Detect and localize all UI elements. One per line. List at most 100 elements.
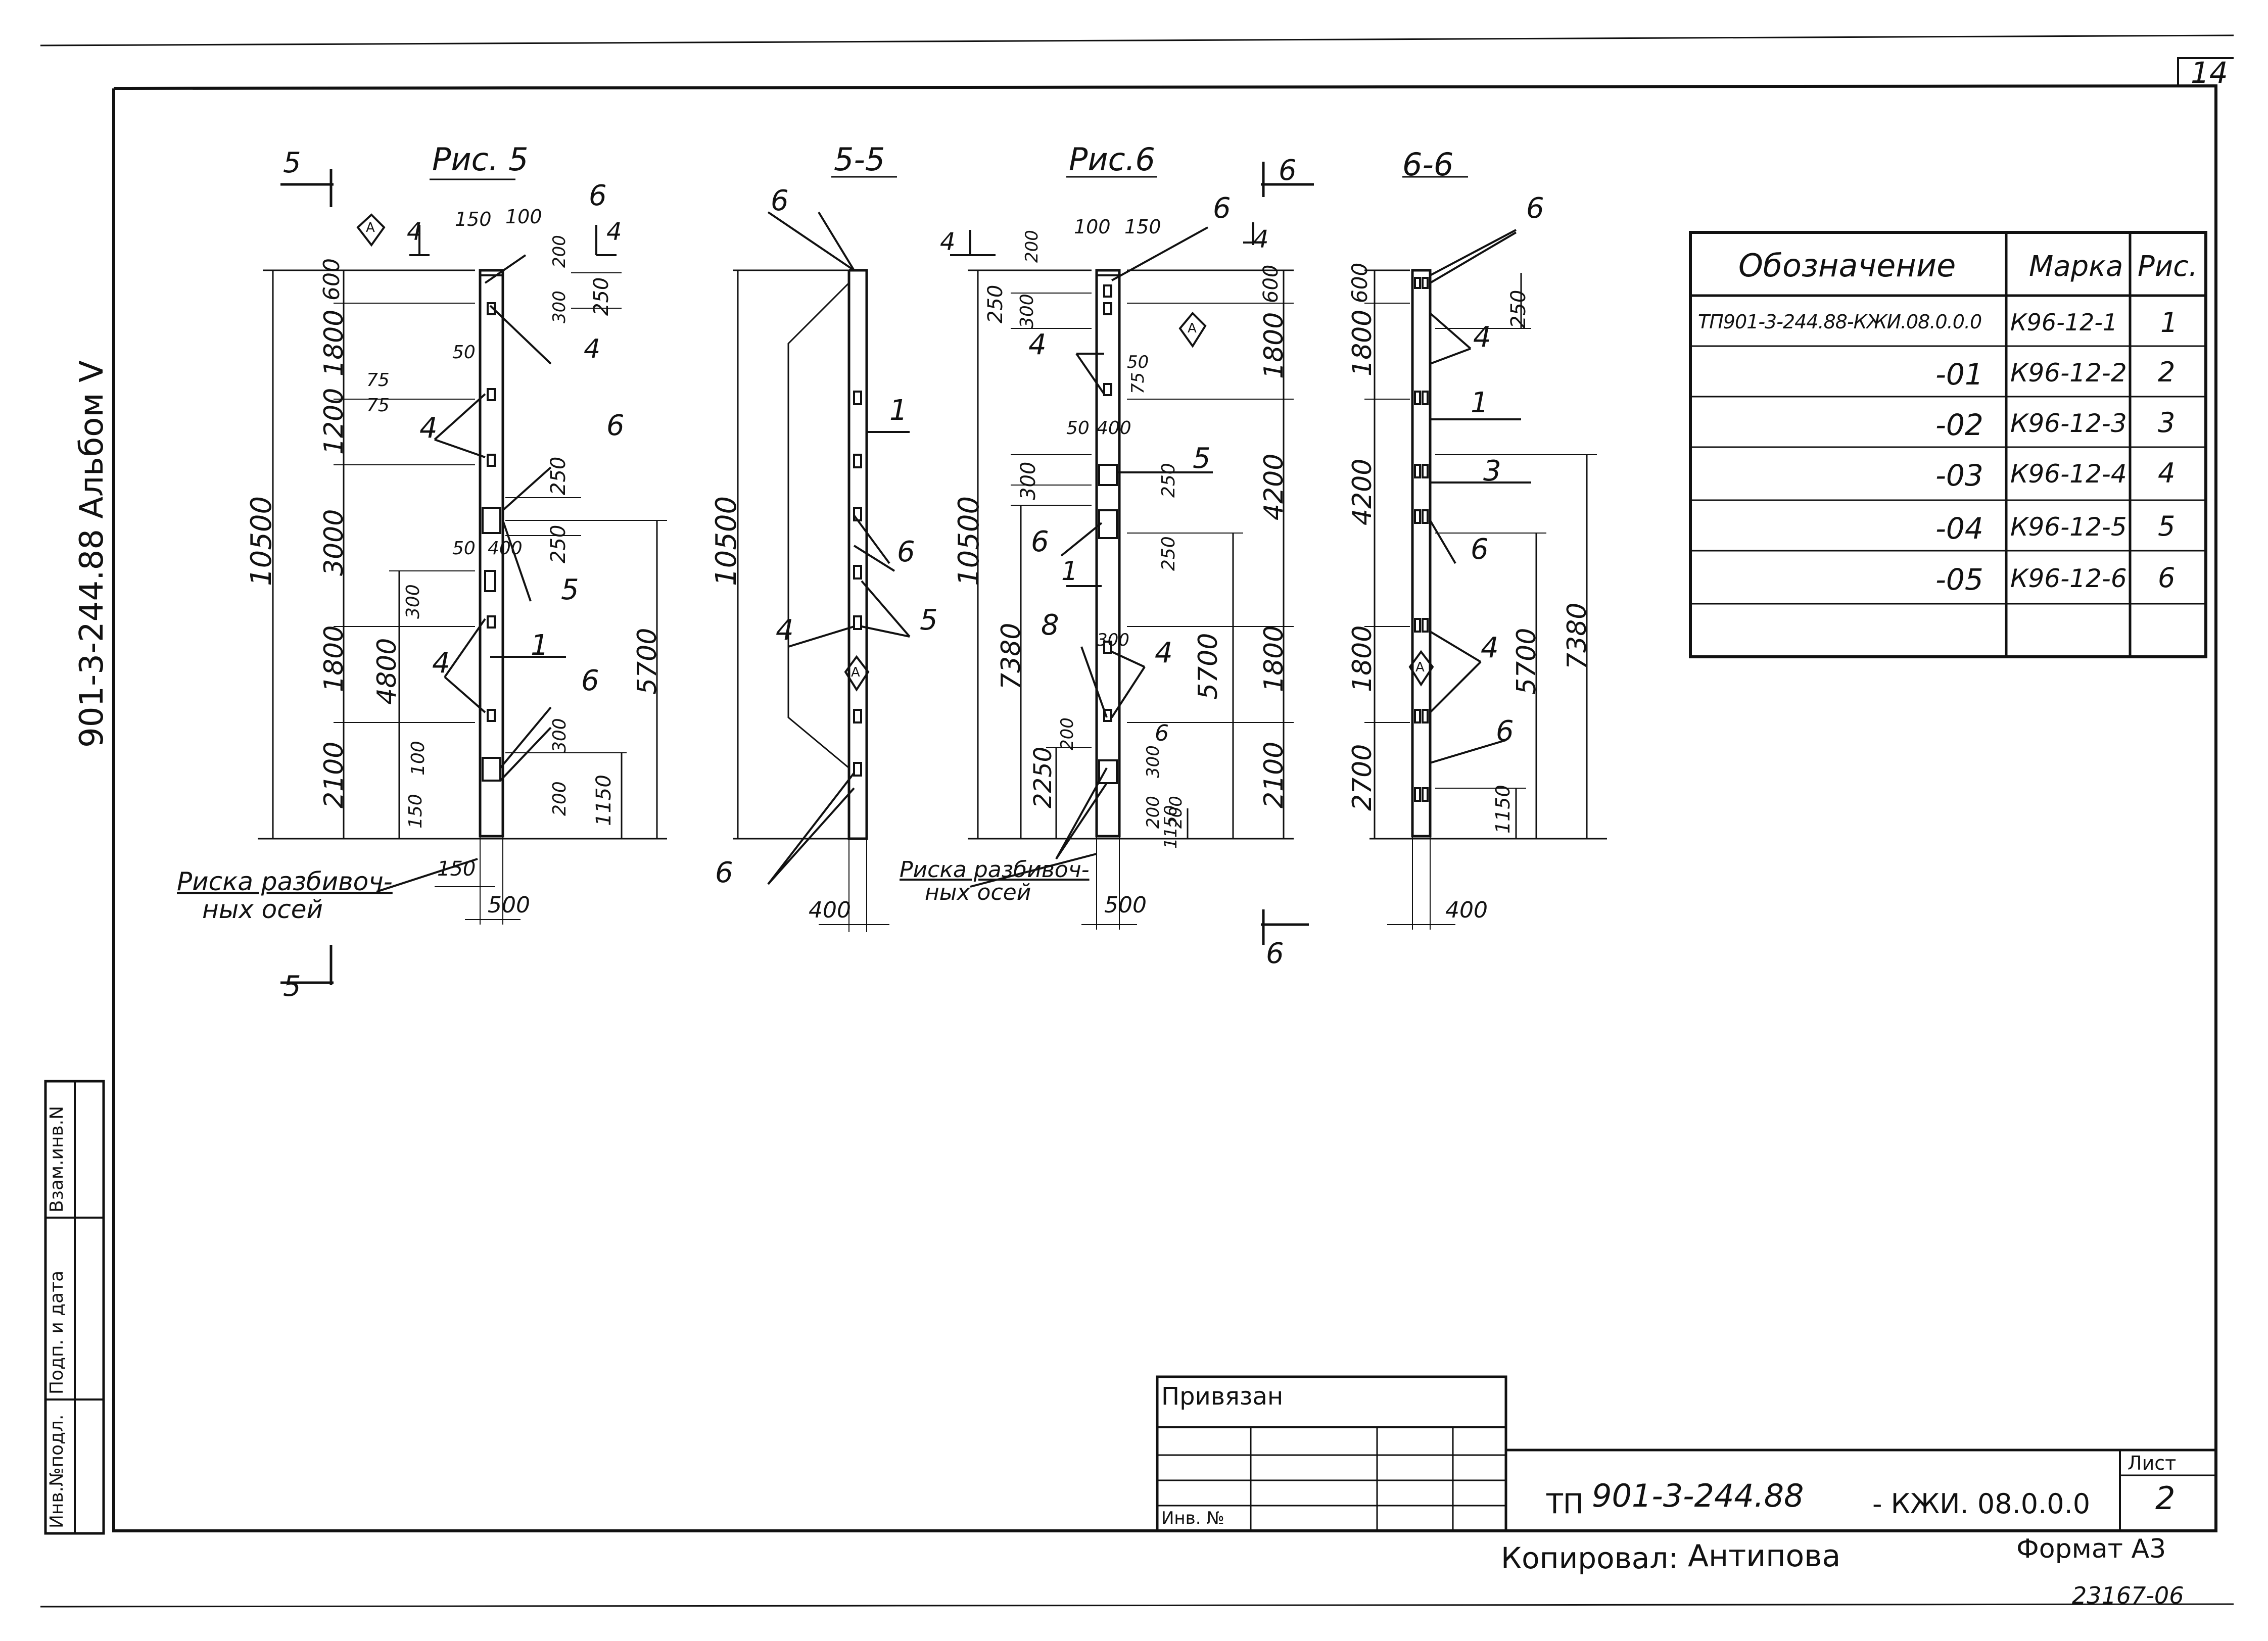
table-header-mark: Марка: [2029, 250, 2123, 283]
table-row-1-code: ТП901-3-244.88-КЖИ.08.0.0.0: [1698, 311, 1982, 333]
fig5-callout-5: 5: [561, 573, 579, 606]
album-code: 901-3-244.88 Альбом V: [73, 360, 111, 748]
table-row-3-fig: 3: [2158, 407, 2176, 439]
table-header-designation: Обозначение: [1738, 247, 1956, 284]
fig5-dim-250b: 250: [547, 456, 570, 495]
fig6-dim-200-top: 200: [1022, 230, 1042, 263]
diamond-fig5: А: [366, 220, 375, 235]
doc-prefix: ТП: [1546, 1488, 1584, 1520]
doc-code: 901-3-244.88: [1592, 1477, 1804, 1514]
fig5-dim-300: 300: [549, 291, 570, 323]
fig5-dim-total: 10500: [245, 496, 278, 586]
sec66-callout-6a: 6: [1526, 192, 1544, 225]
table-row-6-mark: К96-12-6: [2010, 564, 2127, 593]
sec66-dim-1800a: 1800: [1347, 309, 1378, 376]
cut4-fig5-left: 4: [407, 218, 422, 246]
fig5-dim-75b: 75: [366, 395, 390, 416]
table-row-1-mark: К96-12-1: [2010, 309, 2118, 336]
fig5-dim-4800: 4800: [372, 638, 402, 705]
cut5-bottom: 5: [283, 970, 301, 1003]
fig5-dim-100: 100: [408, 741, 429, 776]
cut6-top: 6: [1279, 154, 1297, 187]
fig5-dim-500: 500: [488, 892, 530, 918]
fig5-callout-6c: 6: [581, 664, 599, 697]
fig6-dim-150: 150: [1124, 216, 1161, 238]
fig5-callout-4b: 4: [419, 412, 438, 445]
cut4-fig5-right: 4: [606, 218, 622, 246]
fig5-dim-1150: 1150: [592, 775, 616, 826]
title-block-privyazan: Привязан: [1161, 1382, 1284, 1411]
fig5-dim-50a: 50: [452, 342, 476, 363]
table-row-3-code: -02: [1935, 408, 1983, 442]
fig6-dim-75: 75: [1128, 372, 1148, 394]
cut6-bottom: 6: [1266, 937, 1284, 970]
note-axes-fig6: Риска разбивоч-: [900, 857, 1090, 883]
sec66-callout-6c: 6: [1496, 715, 1514, 748]
fig6-dim-250b: 250: [1158, 463, 1179, 498]
sheet-format: Формат А3: [2016, 1534, 2166, 1564]
fig6-dim-2100: 2100: [1259, 741, 1289, 808]
fig6-dim-50a: 50: [1127, 352, 1149, 372]
stamp-bottom: 23167-06: [2072, 1582, 2184, 1609]
fig6-dim-250c: 250: [1158, 536, 1179, 571]
fig6-dim-5700: 5700: [1193, 633, 1223, 700]
sec55-dim-total: 10500: [710, 496, 743, 586]
fig6-dim-300a: 300: [1017, 294, 1037, 328]
side-stamp-replaced: Взам.инв.N: [46, 1105, 67, 1213]
table-row-4-code: -03: [1935, 458, 1983, 493]
fig5-dim-600: 600: [319, 258, 345, 301]
fig6-title: Рис.6: [1069, 141, 1155, 178]
fig5-dim-150: 150: [405, 794, 426, 829]
fig6-dim-4200: 4200: [1259, 453, 1289, 520]
table-row-2-fig: 2: [2158, 356, 2176, 388]
sec66-dim-1800b: 1800: [1347, 625, 1378, 692]
sec66-dim-7380: 7380: [1562, 602, 1592, 669]
table-row-5-mark: К96-12-5: [2010, 512, 2127, 542]
note-axes-fig5: Риска разбивоч-: [177, 867, 393, 896]
fig5-dim-50b: 50: [452, 538, 476, 559]
fig6-callout-5: 5: [1193, 442, 1211, 475]
fig5-callout-6b: 6: [606, 409, 625, 442]
fig6-dim-200: 200: [1057, 717, 1077, 750]
sec55-callout-1: 1: [889, 394, 908, 427]
fig6-dim-250: 250: [984, 284, 1007, 323]
fig6-callout-6c: 6: [1155, 720, 1169, 746]
fig5-dim-300b: 300: [403, 584, 423, 619]
fig5-dim-2100: 2100: [319, 741, 349, 808]
fig5-callout-4a: 4: [584, 334, 601, 364]
sec66-callout-1: 1: [1471, 387, 1489, 419]
fig5-dim-100-top: 100: [505, 206, 542, 228]
cut4-fig6-left: 4: [940, 228, 956, 256]
fig5-dim-1200: 1200: [319, 388, 349, 455]
page-number: 14: [2191, 56, 2228, 90]
fig6-dim-400: 400: [1097, 418, 1131, 439]
fig5-dim-1800b: 1800: [319, 625, 349, 692]
sec66-dim-5700: 5700: [1511, 628, 1542, 695]
table-row-4-mark: К96-12-4: [2010, 459, 2127, 489]
fig5-callout-4c: 4: [432, 647, 450, 680]
fig6-dim-100: 100: [1074, 216, 1111, 238]
fig5-dim-200b: 200: [549, 781, 570, 816]
fig5-dim-3000: 3000: [319, 509, 349, 576]
fig5-callout-6a: 6: [589, 179, 607, 212]
sec55-dim-400: 400: [809, 897, 851, 923]
sec55-callout-4: 4: [776, 614, 794, 647]
sec55-callout-6c: 6: [715, 856, 733, 889]
sec66-dim-1150: 1150: [1492, 785, 1514, 834]
fig5-callout-1: 1: [531, 629, 549, 662]
fig6-dim-300d: 300: [1143, 745, 1163, 778]
table-header-fig: Рис.: [2138, 250, 2198, 283]
sec55-callout-6b: 6: [897, 536, 915, 568]
fig5-dim-1800a: 1800: [319, 309, 349, 376]
sec66-dim-4200: 4200: [1347, 458, 1378, 525]
fig6-dim-1150: 1150: [1161, 805, 1181, 849]
copied-by: Антипова: [1688, 1538, 1841, 1574]
title-block-inv-no: Инв. №: [1161, 1508, 1224, 1528]
fig5-dim-200: 200: [549, 235, 570, 268]
fig5-dim-250c: 250: [547, 524, 570, 563]
table-row-2-code: -01: [1935, 357, 1983, 392]
fig6-dim-200b: 200: [1143, 796, 1163, 829]
fig6-dim-1800a: 1800: [1259, 312, 1289, 379]
fig6-dim-1800b: 1800: [1259, 625, 1289, 692]
